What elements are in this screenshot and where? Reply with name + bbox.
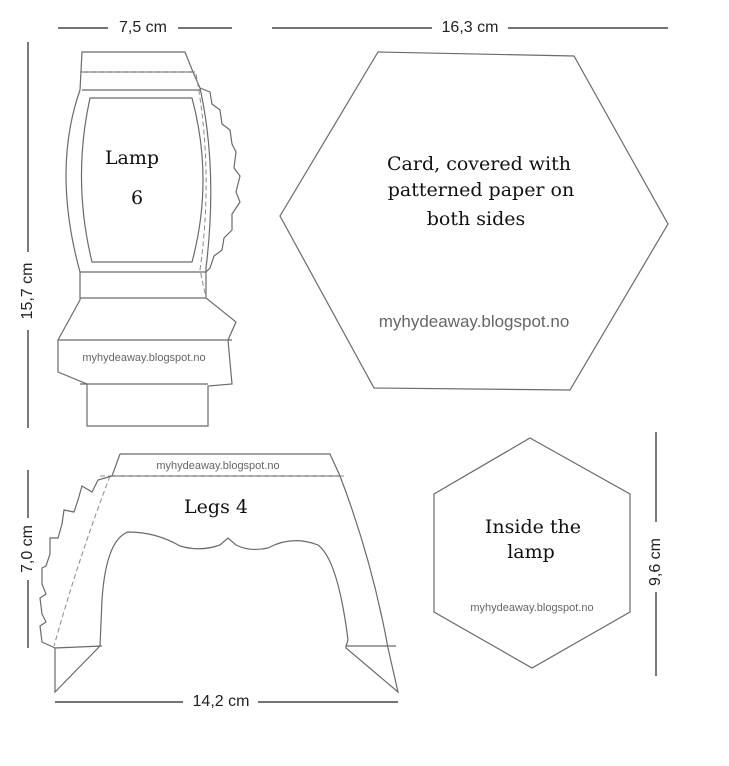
legs-glue-tabs	[39, 453, 121, 649]
legs-title: Legs 4	[184, 496, 248, 518]
legs-width-label: 14,2 cm	[193, 693, 250, 710]
dimension-hexagon-width: 16,3 cm	[272, 19, 668, 36]
legs-watermark: myhydeaway.blogspot.no	[156, 460, 279, 472]
small-hexagon-text-line2: lamp	[507, 541, 555, 563]
lamp-title: Lamp	[105, 147, 159, 169]
small-hexagon-outline	[433, 437, 631, 669]
lamp-glue-tabs	[199, 87, 241, 273]
dimension-legs-width: 14,2 cm	[55, 693, 398, 710]
large-hexagon-text-line2: patterned paper on	[388, 179, 574, 201]
dimension-lamp-height: 15,7 cm	[19, 42, 36, 428]
lamp-watermark: myhydeaway.blogspot.no	[82, 352, 205, 364]
dimension-small-hexagon-height: 9,6 cm	[647, 432, 664, 676]
small-hexagon-text-line1: Inside the	[485, 516, 581, 538]
large-hexagon-text-line3: both sides	[427, 208, 526, 230]
large-hexagon-text-line1: Card, covered with	[387, 153, 571, 175]
dimension-lamp-width: 7,5 cm	[58, 19, 232, 36]
lamp-height-label: 15,7 cm	[19, 263, 36, 320]
large-hexagon-outline	[279, 51, 669, 391]
lamp-piece: Lamp 6 myhydeaway.blogspot.no	[57, 51, 241, 427]
small-hexagon-height-label: 9,6 cm	[647, 538, 664, 586]
hexagon-width-label: 16,3 cm	[442, 19, 499, 36]
lamp-window	[80, 97, 204, 263]
dimension-legs-height: 7,0 cm	[19, 470, 36, 648]
legs-height-label: 7,0 cm	[19, 525, 36, 573]
legs-outer-outline	[54, 453, 399, 694]
lamp-count: 6	[131, 187, 143, 209]
small-hexagon-piece: Inside the lamp myhydeaway.blogspot.no	[433, 437, 631, 669]
legs-glue-line	[53, 475, 111, 647]
small-hexagon-watermark: myhydeaway.blogspot.no	[470, 602, 593, 614]
lamp-outer-outline	[57, 51, 237, 427]
lamp-width-label: 7,5 cm	[119, 19, 167, 36]
lamp-glue-line	[195, 73, 207, 299]
large-hexagon-piece: Card, covered with patterned paper on bo…	[279, 51, 669, 391]
large-hexagon-watermark: myhydeaway.blogspot.no	[379, 312, 570, 331]
legs-piece: Legs 4 myhydeaway.blogspot.no	[39, 453, 399, 694]
